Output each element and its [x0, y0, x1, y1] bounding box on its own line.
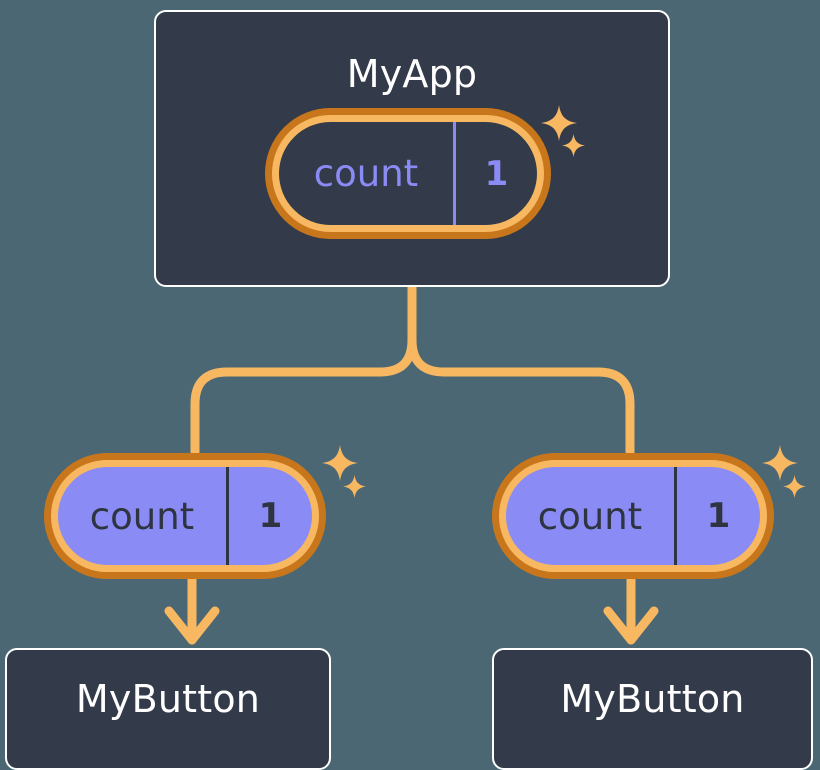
state-key-label: count: [89, 494, 195, 538]
state-value-label: 1: [674, 467, 760, 565]
component-title-mybutton-right: MyButton: [560, 677, 745, 721]
state-key-label: count: [537, 494, 643, 538]
sparkle-icon-right-large: [762, 445, 798, 481]
component-title-myapp: MyApp: [346, 52, 478, 96]
state-pill-mybutton-right[interactable]: count 1: [492, 453, 774, 579]
sparkle-icon-right-small: [783, 475, 806, 498]
state-pill-inner: count 1: [58, 467, 312, 565]
connector-branch-left: [190, 335, 417, 457]
arrow-down-icon-right: [603, 606, 659, 645]
component-box-mybutton-right[interactable]: MyButton: [492, 648, 813, 770]
arrow-down-icon-left: [164, 606, 220, 645]
sparkle-icon-left-small: [343, 475, 366, 498]
state-pill-inner: count 1: [279, 122, 537, 225]
state-pill-myapp[interactable]: count 1: [265, 108, 551, 239]
sparkle-icon-left-large: [322, 445, 358, 481]
component-title-mybutton-left: MyButton: [75, 677, 261, 721]
component-box-mybutton-left[interactable]: MyButton: [5, 648, 331, 770]
state-pill-inner: count 1: [506, 467, 760, 565]
state-pill-mybutton-left[interactable]: count 1: [44, 453, 326, 579]
connector-branch-right: [407, 335, 635, 457]
state-value-label: 1: [226, 467, 312, 565]
state-key-label: count: [313, 152, 419, 195]
state-value-label: 1: [453, 122, 537, 225]
